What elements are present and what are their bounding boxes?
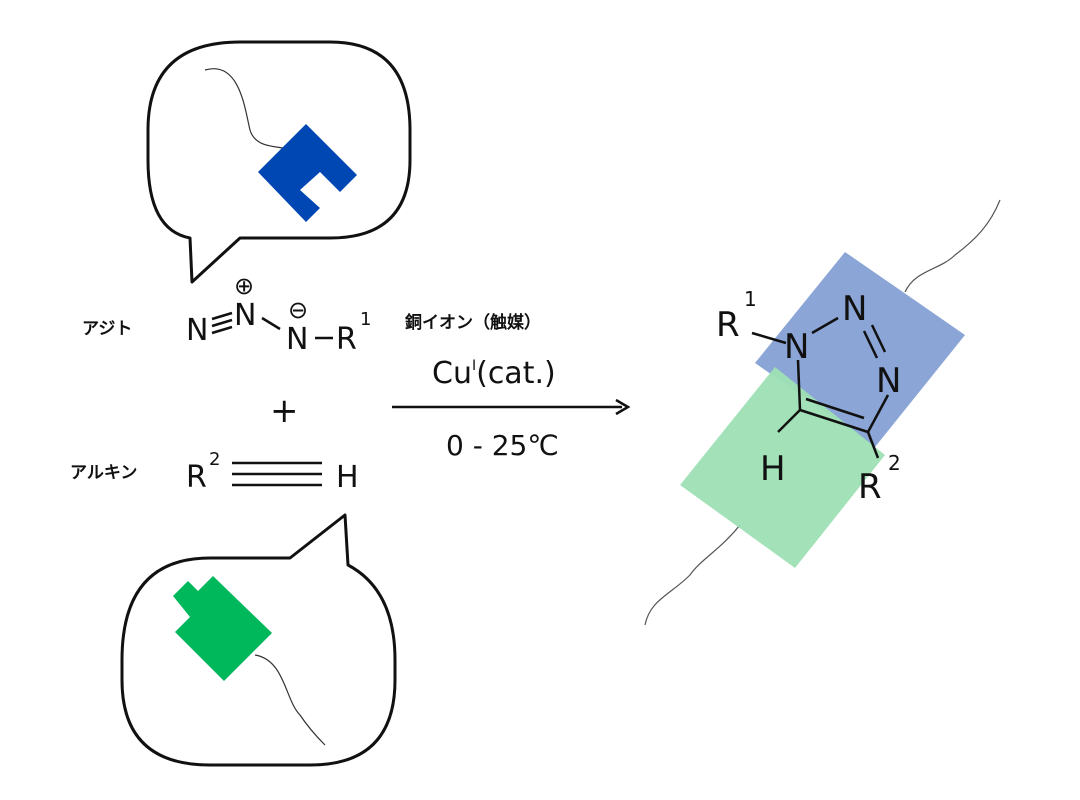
- triazole-bond-c5-c4-a: [799, 408, 869, 434]
- triazole-bond-n1-c5: [796, 359, 802, 411]
- triazole-bond-r1-n1: [751, 331, 787, 345]
- alkyne-tether-line: [254, 654, 326, 746]
- triazole-n2: N: [842, 289, 867, 329]
- azide-bond-3: [211, 325, 233, 335]
- triazole-bond-n2-n3-b: [862, 330, 879, 359]
- alkyne-structure: R 2 H: [186, 449, 359, 495]
- azide-n1: N: [186, 313, 208, 348]
- alkyne-label: アルキン: [70, 463, 137, 483]
- triazole-tether-top: [904, 199, 1001, 293]
- azide-minus-charge: ⊖: [288, 296, 308, 324]
- triazole-bond-c5-c4-b: [805, 397, 865, 420]
- azide-r-superscript: 1: [360, 309, 371, 330]
- azide-label: アジト: [82, 319, 132, 339]
- temperature-label: 0 - 25℃: [446, 429, 559, 462]
- azide-block-shape: [258, 124, 357, 222]
- alkyne-r-group: R: [186, 460, 207, 495]
- triazole-r2-superscript: 2: [888, 451, 901, 475]
- azide-tether-line: [204, 68, 291, 151]
- triazole-bond-n1-n2: [811, 316, 839, 335]
- reaction-conditions: 銅イオン（触媒） CuI(cat.) 0 - 25℃: [392, 312, 631, 462]
- catalyst-oxidation: I: [472, 358, 476, 374]
- alkyne-r-superscript: 2: [209, 449, 220, 470]
- azide-structure: N ⊕ N ⊖ N R 1: [186, 272, 371, 357]
- triazole-r1: R: [716, 305, 740, 345]
- azide-n2: N: [234, 298, 256, 333]
- triazole-r1-superscript: 1: [744, 287, 757, 311]
- triazole-green-block: [680, 367, 885, 568]
- azide-r-group: R: [336, 322, 357, 357]
- alkyne-block-shape: [173, 576, 272, 681]
- alkyne-bubble: [120, 513, 397, 767]
- triazole-bond-c4-r2: [866, 431, 880, 459]
- triazole-bond-n2-n3-a: [870, 324, 887, 353]
- alkyne-h: H: [336, 460, 359, 495]
- triazole-h: H: [760, 449, 786, 489]
- azide-bond-4: [261, 316, 281, 331]
- azide-plus-charge: ⊕: [234, 272, 254, 300]
- triazole-n3: N: [876, 361, 901, 401]
- reaction-arrow-head: [615, 398, 631, 416]
- triazole-tether-bottom: [644, 524, 741, 626]
- triazole-bond-c5-h: [777, 409, 801, 433]
- triazole-bond-c4-n3: [866, 394, 890, 433]
- catalyst-formula: CuI(cat.): [432, 356, 556, 391]
- triazole-n1: N: [784, 327, 809, 367]
- triazole-r2: R: [858, 467, 882, 507]
- azide-n3: N: [286, 322, 308, 357]
- plus-sign: +: [270, 391, 299, 431]
- triazole-product: R 1 N N N H R 2: [644, 199, 1001, 626]
- azide-bond-1: [211, 311, 233, 321]
- catalyst-name: 銅イオン（触媒）: [405, 312, 541, 333]
- azide-bond-2: [211, 318, 233, 328]
- catalyst-tail: (cat.): [476, 356, 556, 391]
- catalyst-cu: Cu: [432, 356, 472, 391]
- azide-bubble: [146, 40, 412, 284]
